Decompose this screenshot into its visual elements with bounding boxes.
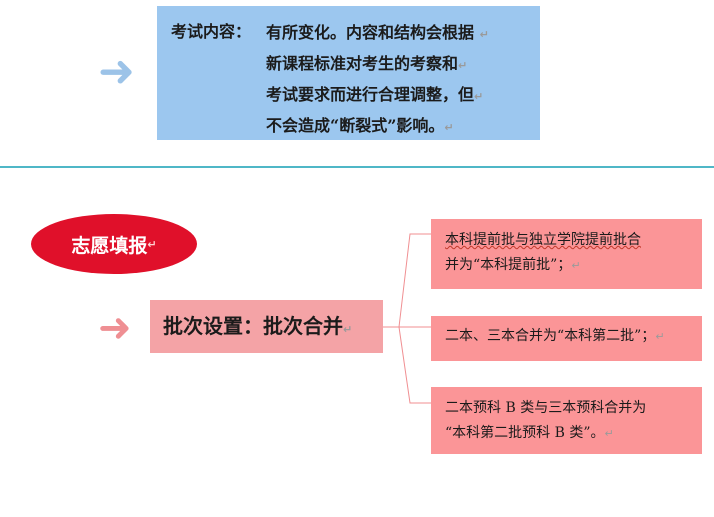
- section-divider: [0, 166, 714, 168]
- arrow-right-icon: ➜: [98, 305, 132, 351]
- volunteer-label: 志愿填报: [71, 234, 148, 257]
- rule-line: 本科提前批与独立学院提前批合: [445, 232, 641, 248]
- paragraph-mark-icon: ↵: [571, 259, 581, 272]
- batch-setting-box: 批次设置：批次合并↵: [150, 300, 383, 353]
- rule-line: “本科第二批预科 B 类”。↵: [445, 425, 614, 441]
- rule-line: 并为“本科提前批”；↵: [445, 257, 581, 273]
- paragraph-mark-icon: ↵: [458, 59, 468, 72]
- exam-line: 新课程标准对考生的考察和↵: [266, 54, 468, 73]
- paragraph-mark-icon: ↵: [655, 330, 665, 343]
- rule-box-3: 二本预科 B 类与三本预科合并为 “本科第二批预科 B 类”。↵: [431, 387, 702, 454]
- rule-line: 二本预科 B 类与三本预科合并为: [445, 400, 647, 416]
- paragraph-mark-icon: ↵: [147, 237, 157, 251]
- connector-branch-top: [398, 233, 431, 328]
- connector-branch-bottom: [398, 326, 431, 404]
- exam-content-box: 考试内容： 有所变化。内容和结构会根据 ↵ 新课程标准对考生的考察和↵ 考试要求…: [157, 6, 540, 140]
- rule-line: 二本、三本合并为“本科第二批”；↵: [445, 328, 665, 344]
- paragraph-mark-icon: ↵: [604, 427, 614, 440]
- paragraph-mark-icon: ↵: [343, 323, 353, 336]
- rule-box-1: 本科提前批与独立学院提前批合 并为“本科提前批”；↵: [431, 219, 702, 289]
- paragraph-mark-icon: ↵: [444, 121, 454, 134]
- exam-line: 不会造成“断裂式”影响。↵: [266, 116, 454, 135]
- batch-setting-label: 批次设置：批次合并: [163, 314, 343, 338]
- paragraph-mark-icon: ↵: [479, 28, 489, 41]
- volunteer-oval: 志愿填报↵: [31, 214, 197, 274]
- exam-content-text: 有所变化。内容和结构会根据 ↵ 新课程标准对考生的考察和↵ 考试要求而进行合理调…: [266, 18, 489, 142]
- exam-line: 考试要求而进行合理调整，但↵: [266, 85, 484, 104]
- exam-content-label: 考试内容：: [171, 22, 252, 41]
- exam-line: 有所变化。内容和结构会根据 ↵: [266, 23, 489, 42]
- rule-box-2: 二本、三本合并为“本科第二批”；↵: [431, 316, 702, 361]
- arrow-right-icon: ➜: [98, 46, 135, 97]
- paragraph-mark-icon: ↵: [474, 90, 484, 103]
